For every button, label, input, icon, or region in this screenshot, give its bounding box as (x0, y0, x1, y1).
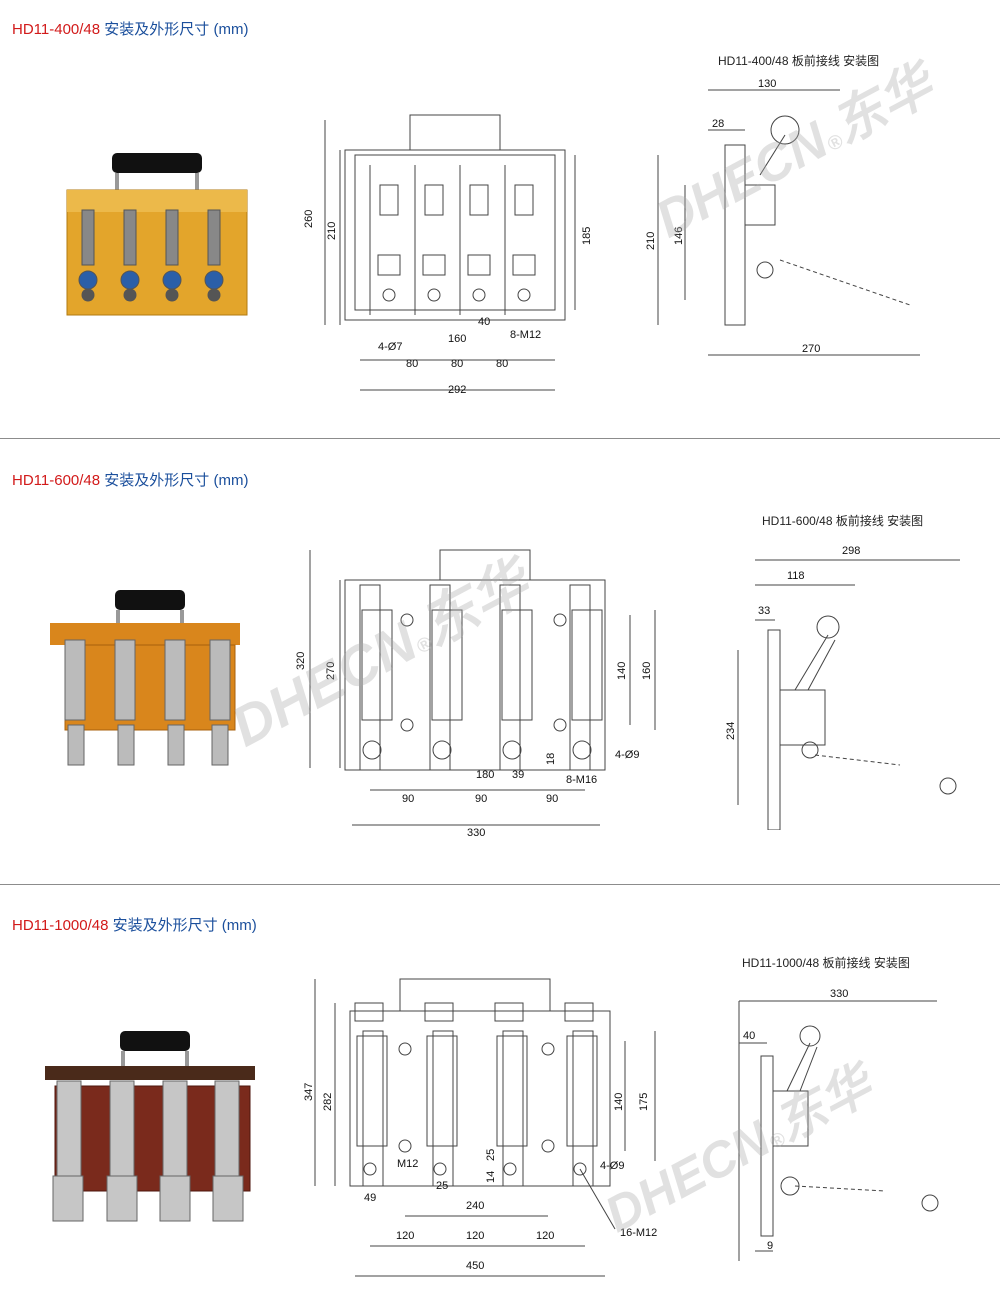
side-view-caption: HD11-1000/48 板前接线 安装图 (742, 956, 910, 970)
dim-260: 260 (303, 210, 315, 228)
dim-146: 146 (673, 227, 685, 245)
dim-282: 282 (322, 1093, 334, 1111)
dim-90-b: 90 (475, 793, 487, 805)
dim-330: 330 (830, 988, 848, 1000)
dim-14: 14 (485, 1171, 497, 1183)
dim-160: 160 (448, 333, 466, 345)
product-photo (45, 1031, 255, 1222)
dim-120-c: 120 (536, 1230, 554, 1242)
dim-180: 180 (476, 769, 494, 781)
model-name: HD11-600/48 (12, 472, 101, 489)
section-desc: 安装及外形尺寸 (mm) (100, 472, 249, 489)
side-view-drawing: 298 118 33 234 (725, 545, 960, 830)
model-name: HD11-1000/48 (12, 917, 109, 934)
dim-298: 298 (842, 545, 860, 557)
dim-120-a: 120 (396, 1230, 414, 1242)
product-photo (50, 590, 240, 766)
side-view-drawing: 330 40 9 (738, 988, 939, 1261)
dim-450: 450 (466, 1260, 484, 1272)
section-divider (0, 438, 1000, 439)
dim-90-c: 90 (546, 793, 558, 805)
dim-292: 292 (448, 384, 466, 396)
dim-holes: 4-Ø7 (378, 341, 402, 353)
dim-bolts: 16-M12 (620, 1227, 657, 1239)
dim-185: 185 (581, 227, 593, 245)
dim-270: 270 (325, 662, 337, 680)
dim-210-side: 210 (645, 232, 657, 250)
section-divider (0, 884, 1000, 885)
dim-118: 118 (787, 570, 805, 582)
dim-234: 234 (725, 722, 737, 740)
side-view-caption: HD11-400/48 板前接线 安装图 (718, 54, 880, 68)
front-view-drawing: 260 210 185 4-Ø7 160 40 8-M12 80 80 80 2… (303, 114, 593, 396)
dim-25-a: 25 (436, 1180, 448, 1192)
dim-9: 9 (767, 1240, 773, 1252)
dim-25-b: 25 (485, 1149, 497, 1161)
section-hd11-400: HD11-400/48 安装及外形尺寸 (mm) (0, 0, 1000, 440)
dim-330: 330 (467, 827, 485, 839)
dim-175: 175 (638, 1093, 650, 1111)
dim-320: 320 (295, 652, 307, 670)
section-title: HD11-600/48 安装及外形尺寸 (mm) (12, 469, 248, 490)
dim-80-a: 80 (406, 358, 418, 370)
dim-bolts: 8-M16 (566, 774, 597, 786)
front-view-drawing: 347 282 140 175 M12 25 14 25 4-Ø9 49 240… (303, 978, 657, 1277)
dim-40: 40 (478, 316, 490, 328)
dim-40: 40 (743, 1030, 755, 1042)
section-desc: 安装及外形尺寸 (mm) (100, 21, 249, 38)
dim-28: 28 (712, 118, 724, 130)
dim-347: 347 (303, 1083, 315, 1101)
dim-49: 49 (364, 1192, 376, 1204)
dim-18: 18 (545, 753, 557, 765)
side-view-drawing: 130 28 210 146 270 (645, 78, 920, 356)
dim-210: 210 (326, 222, 338, 240)
dim-140: 140 (613, 1093, 625, 1111)
dim-140: 140 (616, 662, 628, 680)
dim-holes: 4-Ø9 (600, 1160, 624, 1172)
dim-bolts: 8-M12 (510, 329, 541, 341)
dim-m12: M12 (397, 1158, 418, 1170)
dim-90-a: 90 (402, 793, 414, 805)
dim-33: 33 (758, 605, 770, 617)
dim-39: 39 (512, 769, 524, 781)
dim-160: 160 (641, 662, 653, 680)
front-view-drawing: 320 270 140 160 4-Ø9 18 180 39 8-M16 90 … (295, 549, 656, 839)
side-view-caption: HD11-600/48 板前接线 安装图 (762, 514, 924, 528)
dim-240: 240 (466, 1200, 484, 1212)
dim-270: 270 (802, 343, 820, 355)
dim-80-c: 80 (496, 358, 508, 370)
dim-80-b: 80 (451, 358, 463, 370)
model-name: HD11-400/48 (12, 21, 101, 38)
dim-120-b: 120 (466, 1230, 484, 1242)
product-photo (66, 153, 248, 316)
section-title: HD11-1000/48 安装及外形尺寸 (mm) (12, 914, 257, 935)
section-hd11-1000: HD11-1000/48 安装及外形尺寸 (mm) (0, 886, 1000, 1296)
dim-130: 130 (758, 78, 776, 90)
dim-holes: 4-Ø9 (615, 749, 639, 761)
section-title: HD11-400/48 安装及外形尺寸 (mm) (12, 18, 248, 39)
section-hd11-600: HD11-600/48 安装及外形尺寸 (mm) (0, 440, 1000, 885)
section-desc: 安装及外形尺寸 (mm) (108, 917, 257, 934)
